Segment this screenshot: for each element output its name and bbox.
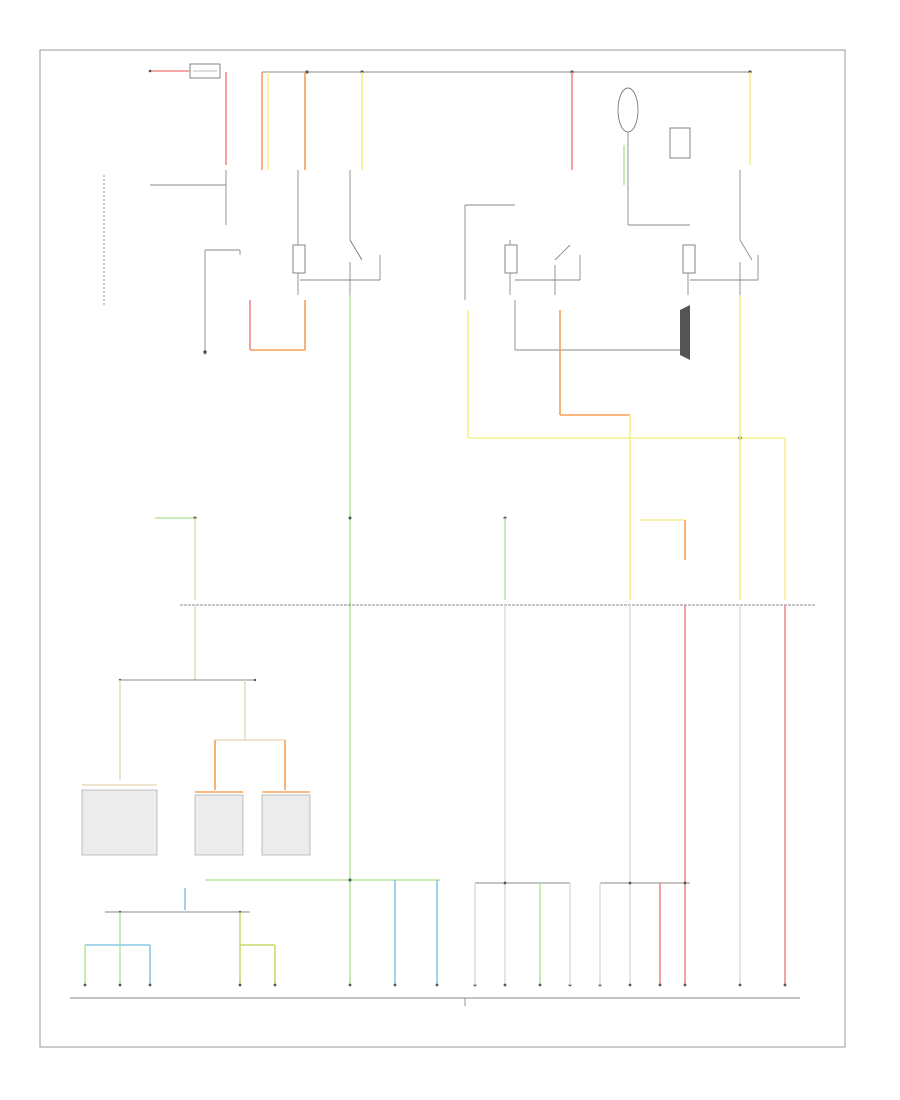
bottom-terminal-row bbox=[83, 983, 787, 987]
motor-component bbox=[680, 305, 690, 360]
relay-middle bbox=[504, 240, 581, 295]
fuse-block bbox=[148, 63, 221, 79]
sensor-top-right bbox=[617, 87, 691, 226]
injector-group-2 bbox=[194, 791, 244, 856]
diagram-frame bbox=[39, 49, 846, 1048]
relay-right bbox=[682, 170, 759, 295]
injector-group-3 bbox=[261, 791, 311, 856]
relay-left bbox=[292, 170, 381, 295]
injector-group-1 bbox=[81, 784, 158, 856]
